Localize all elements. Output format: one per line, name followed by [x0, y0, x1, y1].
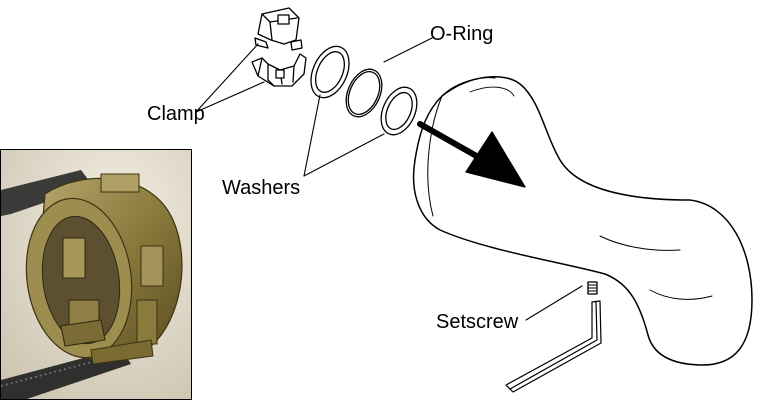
leader-lines — [195, 37, 583, 321]
direction-arrow-icon — [417, 121, 526, 188]
split-clamp-icon — [251, 7, 307, 87]
setscrew-label: Setscrew — [436, 311, 519, 333]
washer-ring-icon — [310, 45, 350, 99]
clamp-photo — [0, 149, 192, 400]
setscrew-icon — [587, 281, 598, 295]
o-ring-label: O-Ring — [430, 23, 494, 45]
washer-ring-icon — [380, 86, 418, 136]
o-ring-icon — [345, 68, 383, 118]
clamp-photo-drawing — [1, 150, 191, 399]
clamp-label: Clamp — [147, 103, 205, 125]
washers-label: Washers — [222, 177, 301, 199]
hex-key-icon — [505, 300, 602, 393]
